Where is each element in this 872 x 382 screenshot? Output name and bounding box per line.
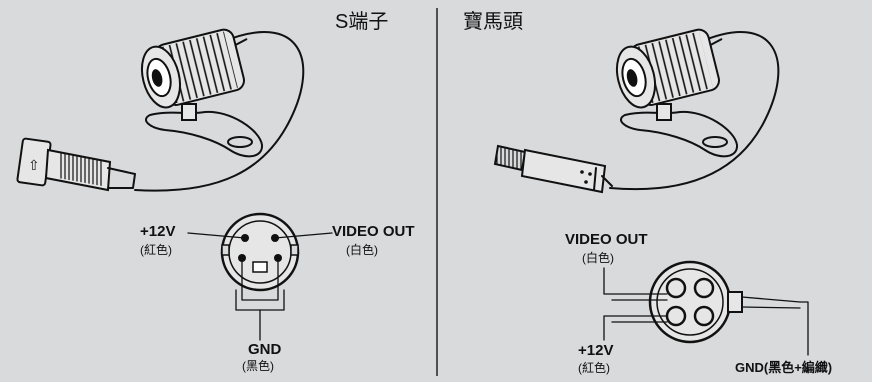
right-camera-illustration <box>493 28 780 194</box>
right-power-color: (紅色) <box>578 361 610 375</box>
four-pin-pinout <box>603 260 809 356</box>
right-panel-title: 寶馬頭 <box>463 10 523 33</box>
right-power-label: +12V <box>578 342 613 359</box>
left-panel: S端子 ⇧ <box>16 10 415 373</box>
right-video-color: (白色) <box>582 250 614 265</box>
right-video-label: VIDEO OUT <box>565 231 648 248</box>
left-video-color: (白色) <box>346 242 378 257</box>
left-panel-title: S端子 <box>335 10 388 33</box>
left-camera-illustration: ⇧ <box>16 28 305 192</box>
svideo-pinout <box>187 212 333 341</box>
right-panel: 寶馬頭 <box>463 10 832 375</box>
left-power-label: +12V <box>140 223 175 240</box>
svg-text:⇧: ⇧ <box>28 157 40 173</box>
left-power-color: (紅色) <box>140 243 172 257</box>
left-video-label: VIDEO OUT <box>332 223 415 240</box>
left-ground-label: GND <box>248 341 282 358</box>
right-ground-label: GND(黑色+編織) <box>735 360 832 375</box>
left-ground-color: (黑色) <box>242 359 274 373</box>
